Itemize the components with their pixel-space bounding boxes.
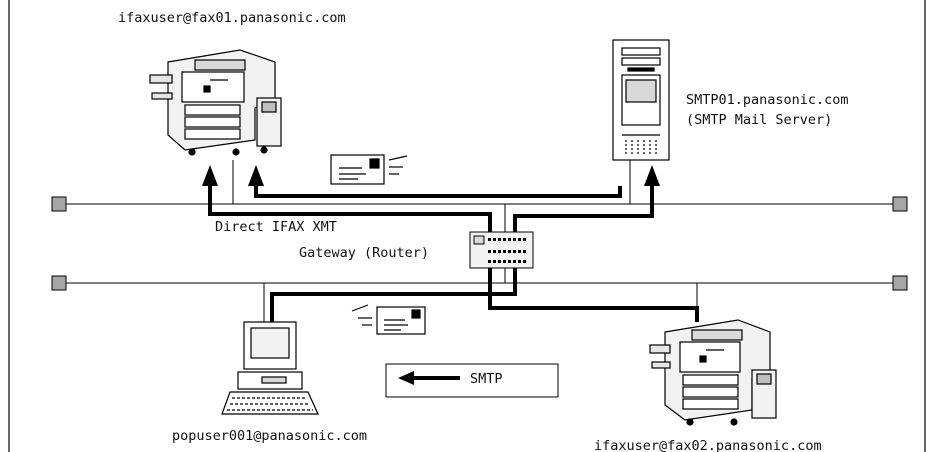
direct-ifax-xmt-label: Direct IFAX XMT	[215, 219, 337, 235]
legend-box: SMTP	[386, 364, 558, 397]
arrowhead-fax1-direct	[202, 165, 218, 186]
fax2-address-label: ifaxuser@fax02.panasonic.com	[594, 438, 822, 452]
arrowhead-fax1	[248, 165, 264, 186]
fax1-address-label: ifaxuser@fax01.panasonic.com	[118, 10, 346, 26]
lan-terminator-right-lower	[893, 276, 907, 290]
lan-terminator-right-upper	[893, 197, 907, 211]
path-direct-ifax-xmt	[210, 186, 697, 322]
lan-segment-lower	[52, 276, 907, 290]
path-fax1-server	[256, 186, 620, 196]
router-label: Gateway (Router)	[299, 245, 429, 261]
envelope-icon-upper	[331, 155, 407, 184]
envelope-icon-lower	[352, 305, 425, 334]
pc-workstation-icon	[222, 322, 318, 414]
server-role-label: (SMTP Mail Server)	[686, 112, 832, 128]
arrowhead-server	[644, 165, 660, 186]
smtp-server-icon	[613, 40, 669, 160]
pc-address-label: popuser001@panasonic.com	[172, 428, 367, 444]
fax-machine-2-icon	[650, 320, 776, 425]
router-icon	[470, 232, 533, 268]
lan-terminator-left-upper	[52, 197, 66, 211]
lan-segment-upper	[52, 197, 907, 211]
legend-label: SMTP	[470, 371, 503, 387]
lan-terminator-left-lower	[52, 276, 66, 290]
fax-machine-1-icon	[150, 50, 281, 155]
server-name-label: SMTP01.panasonic.com	[686, 92, 849, 108]
